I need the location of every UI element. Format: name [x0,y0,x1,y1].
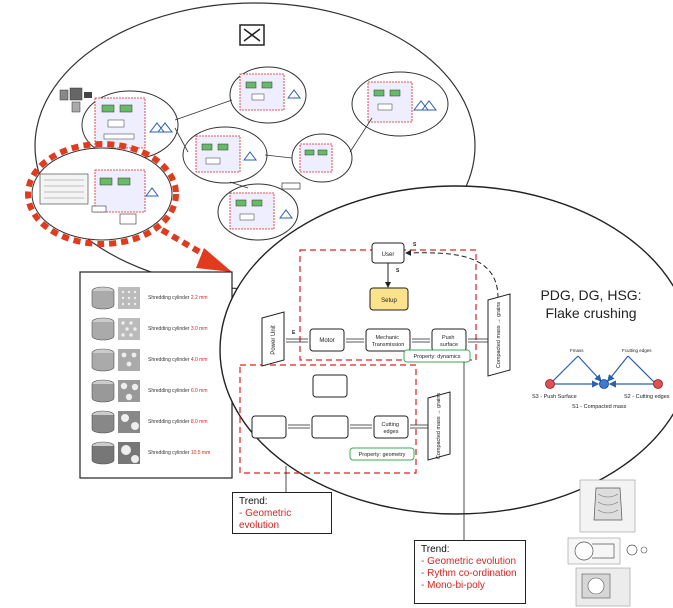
force-right-label: Fcutting edges [622,348,652,353]
overview-connector [174,99,373,189]
machine-images [567,479,648,607]
compacted-mass-block-top [487,293,511,377]
shredding-row: Shredding cylinder 6.0 mm [90,378,207,404]
shredding-mm: 6.0 mm [190,388,208,394]
power-unit-label: Power Unit [271,325,277,355]
trend-bottom-item: - Rythm co-ordination [421,568,517,579]
flake-crushing-title: PDG, DG, HSG: Flake crushing [540,287,642,321]
cutting-edges-label: Cutting edges [382,422,401,435]
trend-bottom-item: - Mono-bi-poly [421,580,485,591]
property-dynamics-label: Property: dynamics [413,354,460,360]
overview-subnode [81,90,179,160]
push-surface-label: Push surface [440,335,458,348]
transmission-label-line2: Transmission [372,342,405,348]
shredding-mm: 10.5 mm [190,450,211,456]
shredding-text: Shredding cylinder [148,419,191,425]
setup-label: Setup [381,298,397,304]
shredding-label: Shredding cylinder 10.5 mm [148,450,210,456]
empty-box-left [251,415,287,439]
force-diagram [545,355,663,389]
empty-box-top [312,374,348,398]
shredding-row: Shredding cylinder 8.0 mm [90,409,207,435]
shredding-mm: 2.2 mm [190,295,208,301]
compacted-mass-label-bottom: Compacted mass → grains [436,393,442,460]
shredding-mm: 3.0 mm [190,326,208,332]
shredding-label: Shredding cylinder 2.2 mm [148,295,207,301]
cutting-edges-label-line1: Cutting [382,422,399,428]
cylinder-image [91,286,140,310]
system-boundary-top [299,249,477,361]
shredding-text: Shredding cylinder [148,388,191,394]
transmission-label-line1: Mechanic [375,335,399,341]
shredding-row: Shredding cylinder 10.5 mm [90,440,210,466]
overview-subnode [182,126,268,184]
shredding-row: Shredding cylinder 4.0 mm [90,347,207,373]
zoom-highlight-ellipse [25,141,179,247]
cylinder-image [91,441,140,465]
transmission-label: Mechanic Transmission [372,335,405,348]
overview-detail-highlight [31,147,173,241]
double-arrows-top [286,338,488,343]
shredding-row: Shredding cylinder 2.2 mm [90,285,207,311]
trend-bottom-item: - Geometric evolution [421,556,517,567]
cylinder-image [91,379,140,403]
overview-subnode [291,133,353,183]
trend-box-bottom: Trend: - Geometric evolution - Rythm co-… [414,540,526,604]
shredding-text: Shredding cylinder [148,295,191,301]
s1-label: S1 - Compacted mass [572,404,627,410]
overview-photo-icons [59,87,92,113]
shredding-text: Shredding cylinder [148,357,191,363]
cylinder-image [91,410,140,434]
cutting-edges-box [373,415,409,439]
cutting-edges-label-line2: edges [384,429,399,435]
trend-bottom-title: Trend: [421,544,450,555]
overview-subnode [351,71,449,137]
cylinder-image [91,348,140,372]
shredding-text: Shredding cylinder [148,450,191,456]
setup-box [369,287,409,311]
trend-left-item: - Geometric evolution [239,508,292,531]
compacted-mass-label-top: Compacted mass → grains [496,302,502,369]
s2-label: S2 - Cutting edges [624,394,670,400]
trend-left-title: Trend: [239,496,268,507]
compacted-mass-block-bottom [427,391,451,461]
force-left-label: Fmass [570,348,584,353]
motor-box [309,328,345,352]
overview-top-icon [239,24,265,46]
shredding-label: Shredding cylinder 8.0 mm [148,419,207,425]
system-boundary-bottom [239,364,417,474]
property-dynamics-tag [403,349,471,363]
double-arrows-bottom [288,424,428,429]
shredding-mm: 8.0 mm [190,419,208,425]
user-label: User [382,252,395,258]
overview-subnode [229,66,307,124]
transmission-box [365,328,411,352]
shredding-label: Shredding cylinder 6.0 mm [148,388,207,394]
property-geometry-tag [349,447,415,461]
shredding-label: Shredding cylinder 3.0 mm [148,326,207,332]
s-label-1: S [396,268,400,274]
e-label: E [292,330,296,336]
motor-label: Motor [319,338,334,344]
push-surface-label-line1: Push [442,335,455,341]
trend-box-left: Trend: - Geometric evolution [232,492,332,534]
s-label-2: S [413,242,417,248]
shredding-mm: 4.0 mm [190,357,208,363]
s3-label: S3 - Push Surface [532,394,577,400]
empty-box-middle [311,415,349,439]
overview-subnode [217,182,301,241]
zoom-arrow [160,227,232,272]
shredding-text: Shredding cylinder [148,326,191,332]
push-surface-label-line2: surface [440,342,458,348]
cylinder-image [91,317,140,341]
shredding-row: Shredding cylinder 3.0 mm [90,316,207,342]
shredding-label: Shredding cylinder 4.0 mm [148,357,207,363]
property-geometry-label: Property: geometry [359,452,406,458]
power-unit-block [261,311,285,367]
